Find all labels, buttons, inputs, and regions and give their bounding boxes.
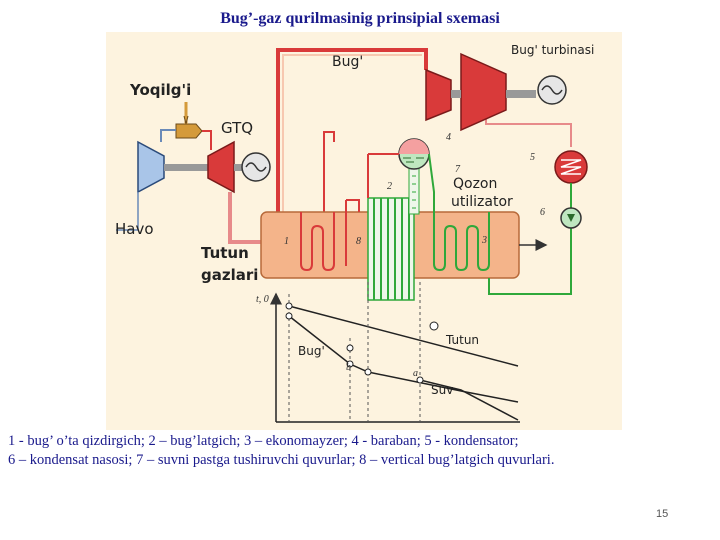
economizer-coil — [433, 212, 490, 272]
label-gtq: GTQ — [221, 119, 253, 137]
steam-turbine — [425, 52, 567, 132]
superheater-pipe — [323, 131, 335, 212]
label-graph-a: a — [413, 368, 418, 379]
label-n8: 8 — [356, 236, 361, 247]
flue-gas-pipe — [228, 192, 261, 244]
temperature-graph — [270, 282, 520, 423]
feedwater-return — [488, 228, 572, 295]
legend: 1 - bug’ o’ta qizdirgich; 2 – bug’latgic… — [8, 432, 714, 470]
condenser — [554, 150, 588, 184]
gas-turbine — [137, 102, 271, 194]
slide-title: Bug’-gaz qurilmasinig prinsipial sxemasi — [220, 10, 500, 27]
label-boiler-1: Qozon — [453, 176, 497, 192]
label-air: Havo — [115, 220, 154, 238]
label-boiler-2: utilizator — [451, 194, 513, 210]
evaporator-pipe — [346, 199, 360, 212]
label-n2: 2 — [387, 181, 392, 192]
label-graph-axis: t, 0 — [256, 294, 269, 305]
label-graph-steam: Bug' — [298, 344, 325, 358]
legend-line-2: 6 – kondensat nasosi; 7 – suvni pastga t… — [8, 452, 555, 468]
label-steam-top: Bug' — [332, 54, 363, 70]
label-turbine: Bug' turbinasi — [511, 43, 594, 57]
air-inlet-line — [116, 192, 139, 231]
graph-steam-line — [288, 315, 519, 403]
steam-drum — [398, 138, 430, 170]
combustion-chamber — [175, 123, 203, 139]
label-fuel: Yoqilg'i — [129, 81, 191, 99]
label-n4: 4 — [446, 132, 451, 143]
condensate-pump — [560, 207, 582, 229]
page-number: 15 — [656, 508, 669, 520]
label-graph-smoke: Tutun — [445, 333, 479, 347]
steam-pipe-to-turbine — [276, 48, 428, 212]
downcomer-tubes — [408, 165, 420, 215]
label-flue-gas-1: Tutun — [201, 244, 249, 262]
label-n3: 3 — [481, 235, 487, 246]
graph-water-line — [419, 379, 519, 421]
vertical-evaporator-tubes — [367, 197, 415, 301]
label-graph-water: Suv — [431, 383, 453, 397]
label-n5: 5 — [530, 152, 535, 163]
label-flue-gas-2: gazlari — [201, 266, 258, 284]
label-graph-b: b — [346, 362, 351, 373]
superheater-coil — [300, 212, 335, 272]
turbine-exhaust-pipe — [485, 112, 572, 147]
label-n6: 6 — [540, 207, 545, 218]
steam-gas-plant-diagram: Bug' Bug' turbinasi Yoqilg'i GTQ Havo Qo… — [106, 32, 622, 430]
legend-line-1: 1 - bug’ o’ta qizdirgich; 2 – bug’latgic… — [8, 433, 519, 449]
hot-gas-pipe — [202, 130, 212, 150]
graph-smoke-line — [288, 305, 519, 367]
label-n7: 7 — [455, 164, 461, 175]
label-n1: 1 — [284, 236, 289, 247]
feedwater-to-drum — [428, 153, 435, 212]
compressed-air-pipe — [160, 129, 176, 142]
